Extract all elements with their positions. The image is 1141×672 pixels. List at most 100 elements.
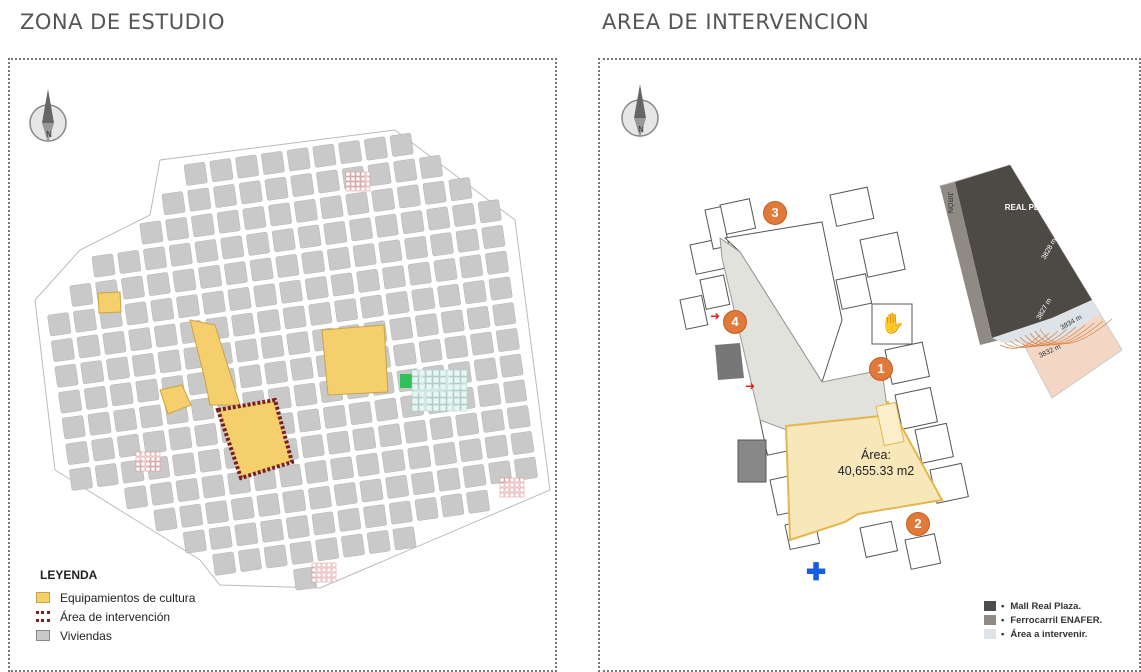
housing-block [330, 456, 354, 481]
street-block [829, 186, 875, 227]
contour-lines [999, 318, 1113, 349]
housing-block [260, 334, 285, 359]
park-cell [460, 369, 468, 377]
housing-block [275, 254, 300, 278]
housing-block [419, 155, 443, 179]
housing-block [113, 408, 138, 432]
grid-cell [365, 171, 371, 177]
housing-block [330, 272, 355, 297]
park-cell [418, 404, 426, 412]
street-block [835, 273, 873, 310]
housing-block [462, 464, 487, 488]
housing-block [499, 353, 524, 378]
grid-cell [350, 181, 356, 187]
housing-block [230, 496, 255, 521]
housing-block [429, 416, 454, 440]
housing-block [121, 275, 145, 300]
housing-block [142, 430, 167, 454]
housing-block [286, 147, 311, 172]
housing-block [168, 426, 193, 451]
housing-block [201, 474, 226, 499]
park-cell [453, 369, 461, 377]
housing-block [458, 438, 483, 463]
housing-block [312, 143, 337, 168]
housing-block [430, 232, 454, 257]
park-cell [453, 376, 461, 384]
street-block [859, 231, 906, 278]
grid-cell [135, 451, 141, 457]
grid-cell [321, 577, 327, 583]
grid-cell [519, 487, 525, 493]
legend-label: Equipamientos de cultura [60, 590, 196, 605]
housing-block [488, 276, 513, 301]
park-cell [453, 390, 461, 398]
housing-block [378, 423, 402, 448]
housing-block [466, 306, 491, 330]
panel-zona-estudio [8, 58, 557, 672]
title-area-intervencion: AREA DE INTERVENCION [602, 10, 870, 34]
grid-cell [326, 562, 332, 568]
park-cell [432, 397, 440, 405]
housing-block [481, 408, 505, 433]
inner-rect [875, 401, 905, 447]
grid-cell [155, 461, 161, 467]
housing-block [426, 206, 451, 231]
park-cell [460, 397, 468, 405]
arrow-icon: ➜ [710, 309, 720, 323]
housing-block [227, 287, 252, 311]
legend-item-culture: Equipamientos de cultura [36, 588, 195, 607]
housing-block [194, 423, 218, 447]
housing-block [84, 386, 108, 410]
housing-block [131, 353, 156, 377]
park-cell [439, 383, 447, 391]
park-cell [432, 390, 440, 398]
compass-icon: N [621, 84, 659, 138]
mall-block [715, 343, 744, 380]
legend-label: Área de intervención [60, 609, 171, 624]
housing-block [452, 203, 476, 227]
housing-block [495, 328, 520, 352]
compass-icon: N [29, 89, 67, 143]
housing-block [381, 449, 406, 473]
grid-cell [519, 492, 525, 498]
housing-block [238, 364, 263, 389]
grid-cell [155, 451, 161, 457]
grid-cell [135, 466, 141, 472]
park-cell [439, 376, 447, 384]
park-cell [446, 390, 454, 398]
housing-block [459, 254, 484, 279]
housing-block [400, 210, 425, 234]
grid-cell [499, 477, 505, 483]
housing-block [389, 316, 414, 341]
street-block [894, 386, 939, 430]
housing-block [356, 268, 381, 293]
park-cell [432, 376, 440, 384]
housing-block [213, 184, 237, 208]
housing-block [76, 334, 101, 359]
grid-cell [355, 171, 361, 177]
housing-block [374, 397, 399, 422]
block-dark [737, 439, 767, 483]
housing-block [304, 276, 329, 300]
park-cell [418, 383, 426, 391]
grid-cell [311, 577, 317, 583]
housing-block [385, 474, 410, 499]
park-cell [418, 376, 426, 384]
hand-block [871, 303, 913, 345]
housing-block [297, 224, 322, 249]
housing-block [289, 540, 314, 565]
legend-swatch [36, 592, 50, 603]
culture-block-large [321, 324, 389, 396]
grid-cell [519, 482, 525, 488]
housing-block [161, 191, 186, 216]
housing-block [411, 287, 436, 312]
housing-block [143, 246, 167, 271]
housing-block [404, 236, 428, 260]
grid-cell [145, 456, 151, 462]
legend-label: Área a intervenir. [1010, 628, 1088, 640]
topo-ferrocarril [940, 182, 1000, 345]
grid-cell [355, 176, 361, 182]
housing-block [348, 401, 373, 426]
culture-block-small-1 [97, 291, 122, 314]
housing-block [367, 162, 392, 187]
